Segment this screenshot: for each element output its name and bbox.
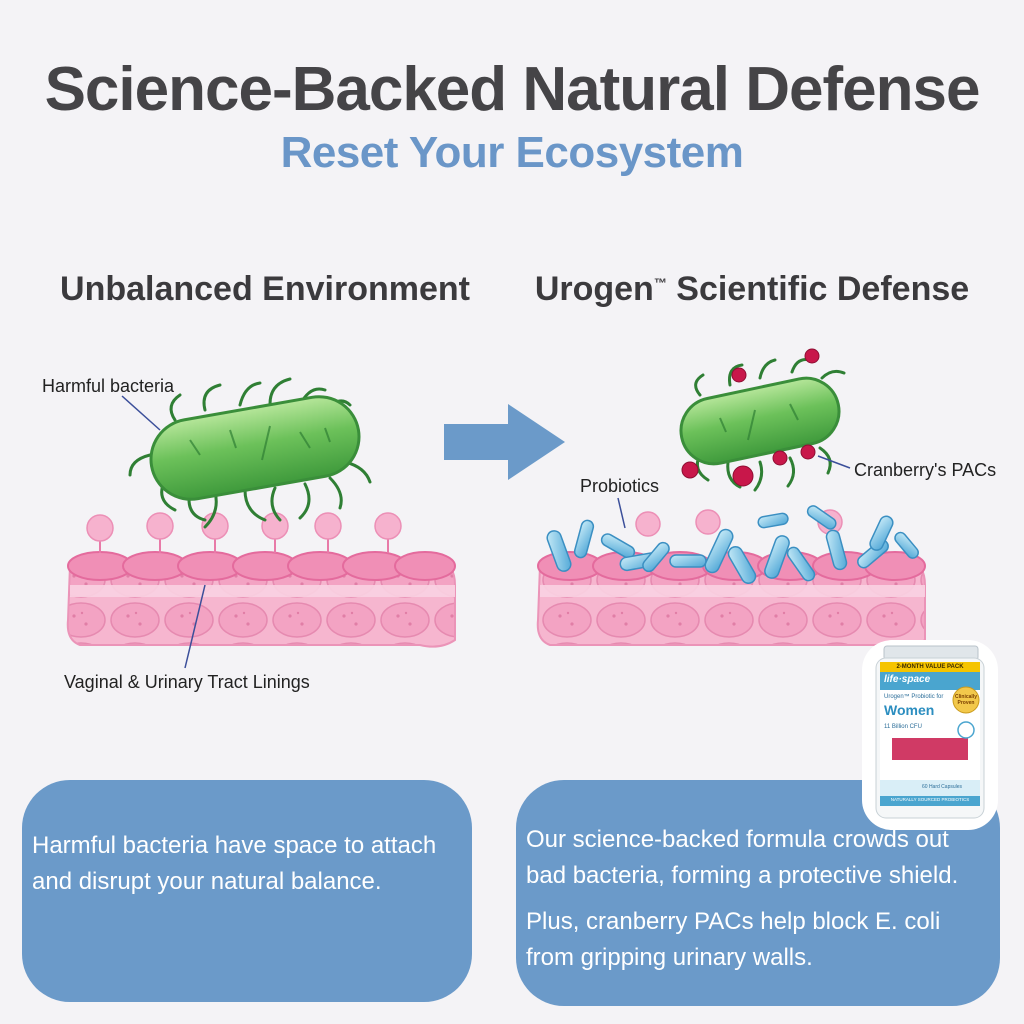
product-name: Women: [884, 702, 935, 718]
left-heading: Unbalanced Environment: [60, 270, 470, 308]
product-line: Urogen™ Probiotic for: [884, 694, 944, 700]
bottle-icon: [862, 640, 998, 830]
label-linings: Vaginal & Urinary Tract Linings: [64, 672, 310, 692]
label-probiotics: Probiotics: [580, 476, 660, 496]
left-pointers: [121, 395, 206, 669]
trademark-mark: ™: [653, 275, 667, 291]
right-heading: Urogen™ Scientific Defense: [512, 270, 992, 309]
illustration: [66, 348, 926, 669]
harmful-bacteria-icon: [128, 377, 372, 529]
left-tissue: [66, 512, 456, 648]
blocked-bacteria-icon: [679, 358, 846, 492]
right-panel-text-2: Plus, cranberry PACs help block E. coli …: [526, 908, 941, 971]
product-capsules: 60 Hard Capsules: [922, 784, 963, 790]
right-tissue: [536, 509, 926, 648]
right-panel-text-1: Our science-backed formula crowds out ba…: [526, 826, 959, 889]
page-title: Science-Backed Natural Defense: [44, 55, 981, 124]
product-banner: 2-MONTH VALUE PACK: [896, 664, 964, 670]
product-footer: NATURALLY SOURCED PROBIOTICS: [890, 797, 970, 802]
left-panel-text: Harmful bacteria have space to attach an…: [32, 832, 437, 895]
right-pointers: [617, 455, 851, 529]
cranberry-pacs-icon: [681, 348, 820, 487]
product-cfu: 11 Billion CFU: [884, 724, 922, 730]
right-info-panel: Our science-backed formula crowds out ba…: [516, 780, 1000, 1006]
left-info-panel: Harmful bacteria have space to attach an…: [22, 780, 472, 1002]
product-bottle: 2-MONTH VALUE PACK life·space Urogen™ Pr…: [862, 640, 998, 830]
label-harmful-bacteria: Harmful bacteria: [42, 376, 175, 396]
right-heading-rest: Scientific Defense: [666, 270, 970, 308]
label-cranberry-pacs: Cranberry's PACs: [854, 460, 997, 480]
product-badge: Clinically Proven: [955, 694, 977, 706]
right-heading-brand: Urogen: [534, 270, 654, 308]
arrow-right-icon: [444, 404, 565, 480]
page-subtitle: Reset Your Ecosystem: [280, 128, 744, 177]
product-brand: life·space: [884, 674, 931, 685]
probiotics-icon: [546, 505, 919, 585]
